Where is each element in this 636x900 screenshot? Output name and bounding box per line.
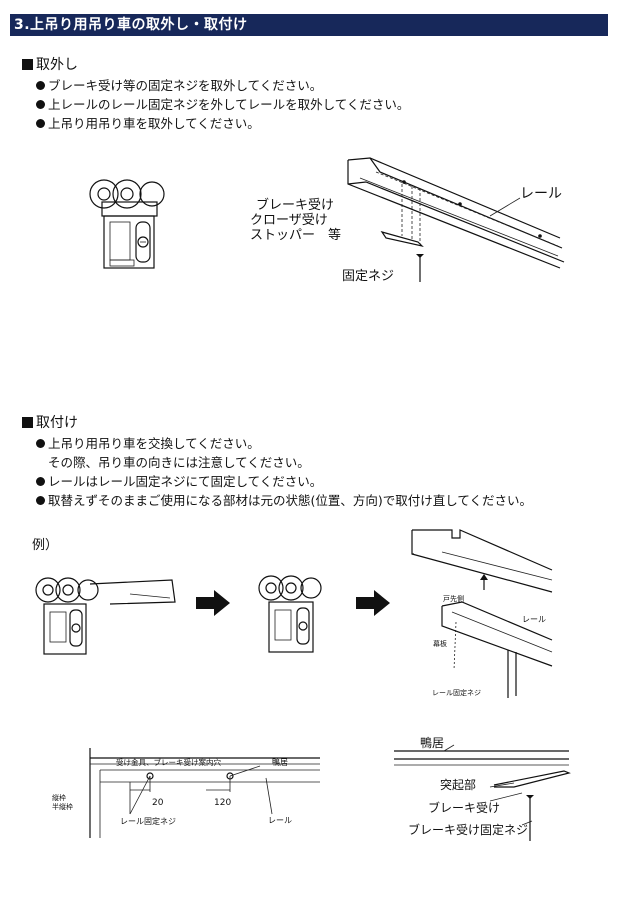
removal-bullet-2: 上レールのレール固定ネジを外してレールを取外してください。 xyxy=(36,94,409,113)
label-bracket: 受け金具、ブレーキ受け案内穴 xyxy=(116,758,221,767)
label-door-side: 戸先側 xyxy=(443,595,464,603)
removal-bullet-3: 上吊り用吊り車を取外してください。 xyxy=(36,113,260,132)
label-protrusion: 突起部 xyxy=(440,778,477,792)
hanger-wheel-figure-2 xyxy=(35,577,176,655)
section-header: 3.上吊り用吊り車の取外し・取付け xyxy=(10,14,608,36)
label-rail: レール xyxy=(520,186,562,202)
brake-receiver-figure xyxy=(394,744,571,841)
label-rail-small: レール xyxy=(522,615,546,624)
label-hantategamachi: 半縦枠 xyxy=(52,803,73,811)
label-brake: ブレーキ受け xyxy=(256,198,335,213)
install-heading: 取付け xyxy=(22,412,78,432)
label-rail-bottom: レール xyxy=(268,816,292,825)
label-brake-screw: ブレーキ受け固定ネジ xyxy=(408,823,529,837)
label-brake-receiver: ブレーキ受け xyxy=(428,801,501,815)
install-bullet-2: その際、吊り車の向きには注意してください。 xyxy=(48,455,310,470)
rail-install-figure xyxy=(411,529,553,698)
rail-parts-figure xyxy=(347,157,565,282)
label-kamoi: 鴨居 xyxy=(420,736,445,750)
label-stopper: ストッパー 等 xyxy=(250,228,342,243)
label-rail-screw-small: レール固定ネジ xyxy=(432,689,481,697)
label-kamoi-small: 鴨居 xyxy=(272,758,288,767)
arrow-right-icon xyxy=(196,590,230,616)
label-ceiling-board: 幕板 xyxy=(433,640,447,648)
label-closer: クローザ受け xyxy=(250,213,328,228)
arrow-right-icon xyxy=(356,590,390,616)
install-bullet-3: レールはレール固定ネジにて固定してください。 xyxy=(36,471,322,490)
label-tategamachi: 縦枠 xyxy=(52,794,66,802)
example-label: 例） xyxy=(32,538,59,553)
install-bullet-1: 上吊り用吊り車を交換してください。 xyxy=(36,433,260,452)
label-rail-screw-bottom: レール固定ネジ xyxy=(120,817,176,826)
hanger-wheel-figure-3 xyxy=(258,575,322,653)
removal-heading: 取外し xyxy=(22,54,78,74)
removal-bullet-1: ブレーキ受け等の固定ネジを取外してください。 xyxy=(36,75,322,94)
install-bullet-4: 取替えずそのままご使用になる部材は元の状態(位置、方向)で取付け直してください。 xyxy=(36,490,532,509)
dimension-20: 20 xyxy=(152,798,164,808)
square-bullet-icon xyxy=(22,417,33,428)
dimension-120: 120 xyxy=(214,798,232,808)
rail-dimension-figure xyxy=(89,748,320,838)
hanger-wheel-figure-1 xyxy=(89,179,165,269)
label-screw: 固定ネジ xyxy=(342,269,395,284)
square-bullet-icon xyxy=(22,59,33,70)
